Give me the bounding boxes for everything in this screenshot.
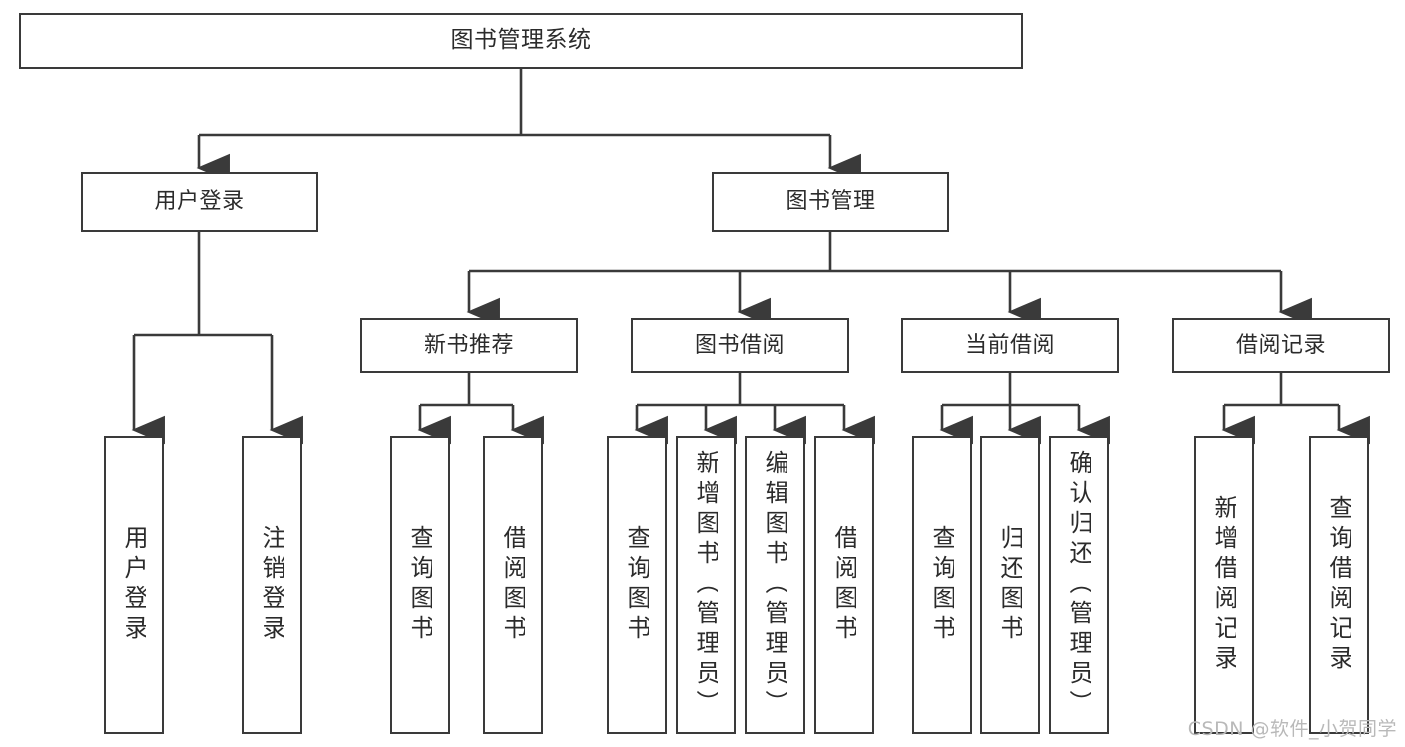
node-current-borrow[interactable]: 当前借阅 [901,318,1119,373]
leaf-current-borrow-return[interactable]: 归还图书 [980,436,1040,734]
node-label: 查询图书 [930,525,954,645]
node-label: 用户登录 [122,525,146,645]
node-label: 查询图书 [625,525,649,645]
node-user-login[interactable]: 用户登录 [81,172,318,232]
node-label: 编辑图书（管理员） [763,450,787,720]
node-label: 用户登录 [154,189,245,215]
leaf-current-borrow-query[interactable]: 查询图书 [912,436,972,734]
node-borrow-record[interactable]: 借阅记录 [1172,318,1390,373]
node-label: 查询借阅记录 [1327,495,1351,675]
node-label: 图书借阅 [694,332,785,358]
node-label: 图书管理 [785,189,876,215]
node-label: 新书推荐 [423,332,514,358]
leaf-borrow-record-add[interactable]: 新增借阅记录 [1194,436,1254,734]
node-label: 当前借阅 [964,332,1055,358]
node-label: 图书管理系统 [450,27,592,54]
leaf-book-borrow-add[interactable]: 新增图书（管理员） [676,436,736,734]
node-label: 借阅图书 [501,525,525,645]
node-label: 新增借阅记录 [1212,495,1236,675]
leaf-current-borrow-confirm-return[interactable]: 确认归还（管理员） [1049,436,1109,734]
leaf-book-borrow-borrow[interactable]: 借阅图书 [814,436,874,734]
leaf-borrow-record-query[interactable]: 查询借阅记录 [1309,436,1369,734]
leaf-new-book-borrow[interactable]: 借阅图书 [483,436,543,734]
leaf-user-login-login[interactable]: 用户登录 [104,436,164,734]
node-label: 借阅图书 [832,525,856,645]
node-label: 注销登录 [260,525,284,645]
leaf-book-borrow-edit[interactable]: 编辑图书（管理员） [745,436,805,734]
leaf-new-book-query[interactable]: 查询图书 [390,436,450,734]
node-label: 借阅记录 [1235,332,1326,358]
node-book-borrow[interactable]: 图书借阅 [631,318,849,373]
node-label: 新增图书（管理员） [694,450,718,720]
node-label: 归还图书 [998,525,1022,645]
leaf-book-borrow-query[interactable]: 查询图书 [607,436,667,734]
node-new-book-recommend[interactable]: 新书推荐 [360,318,578,373]
csdn-watermark: CSDN @软件_小贺同学 [1187,718,1397,740]
node-label: 确认归还（管理员） [1067,450,1091,720]
leaf-user-login-logout[interactable]: 注销登录 [242,436,302,734]
node-label: 查询图书 [408,525,432,645]
node-book-management[interactable]: 图书管理 [712,172,949,232]
node-root-system[interactable]: 图书管理系统 [19,13,1023,69]
